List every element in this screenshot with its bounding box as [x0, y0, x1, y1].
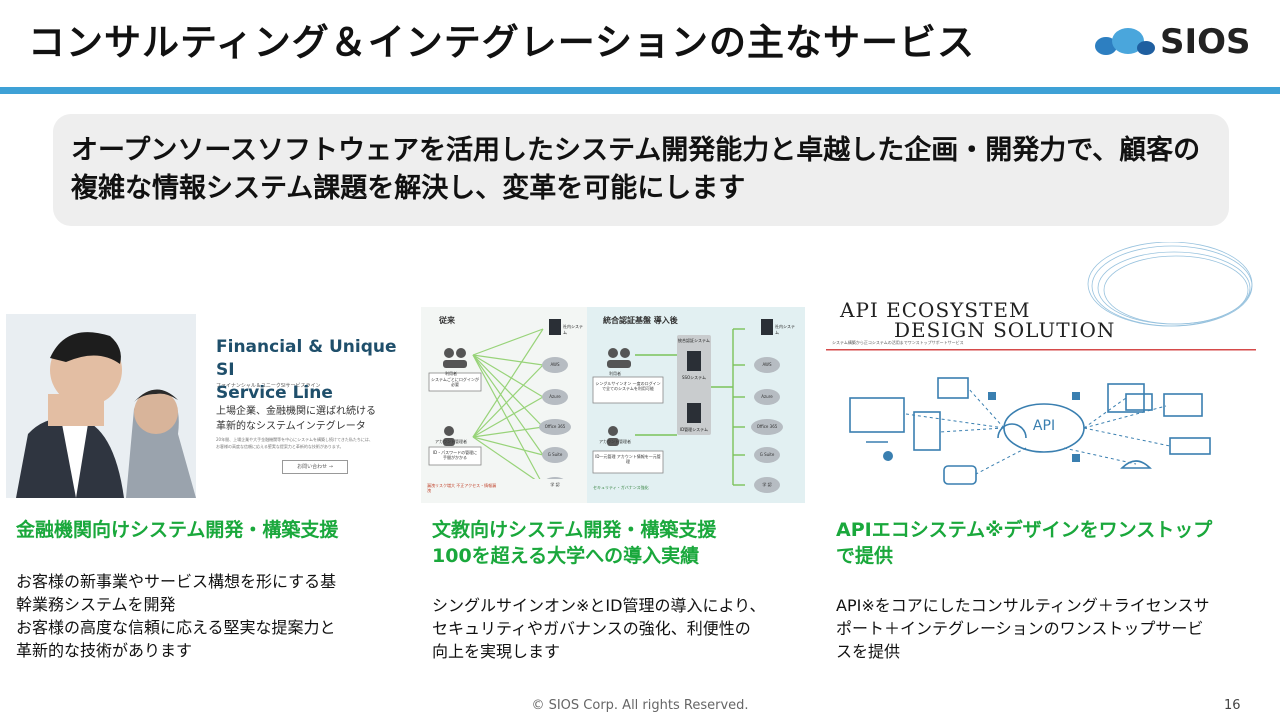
card3-heading: APIエコシステム※デザインをワンストップ で提供	[836, 517, 1266, 569]
card3-body-line: API※をコアにしたコンサルティング＋ライセンスサ	[836, 596, 1210, 615]
sso-user-label-after: 利用者	[609, 371, 621, 376]
card2-body-line: 向上を実現します	[432, 642, 561, 661]
lead-box: オープンソースソフトウェアを活用したシステム開発能力と卓越した企画・開発力で、顧…	[53, 114, 1229, 226]
sso-note-idm: ID一元管理 アカウント情報を一元管理	[595, 454, 661, 464]
api-image-title2: DESIGN SOLUTION	[894, 318, 1116, 342]
api-image-subtitle: システム構築から正コシステムの活用までワンストップサポートサービス	[832, 340, 964, 345]
sso-note-login: システムごとにログインが必要	[431, 377, 479, 387]
sso-service-after-0: AWS	[762, 362, 772, 367]
copyright-footer: © SIOS Corp. All rights Reserved.	[531, 698, 749, 713]
api-hub-label: API	[1032, 418, 1056, 434]
fin-image-small2: お客様の高度な信頼に応える堅実な提案力と革新的な技術があります。	[216, 444, 344, 449]
sios-logo: SIOS	[1088, 20, 1258, 64]
fin-image-contact-button: お問い合わせ →	[282, 460, 348, 474]
header-rule	[0, 87, 1280, 94]
businessmen-illustration	[6, 314, 404, 498]
sso-service-after-3: G Suite	[759, 452, 775, 457]
sso-user-label-before: 利用者	[445, 371, 457, 376]
lead-text: オープンソースソフトウェアを活用したシステム開発能力と卓越した企画・開発力で、顧…	[71, 135, 1201, 204]
card2-body-line: シングルサインオン※とID管理の導入により、	[432, 596, 766, 615]
sso-flow-lines	[421, 319, 783, 503]
sso-system-label: SSOシステム	[681, 375, 707, 380]
financial-si-image: Financial & Unique SI Service Line ファイナン…	[6, 314, 404, 498]
sso-security-label: セキュリティ・ガバナンス強化	[593, 485, 649, 490]
card1-body-line: お客様の新事業やサービス構想を形にする基	[16, 572, 337, 591]
sso-service-before-4: 学 認	[550, 482, 560, 487]
sso-service-before-0: AWS	[550, 362, 560, 367]
card2-body-line: セキュリティやガバナンスの強化、利便性の	[432, 619, 751, 638]
card3-body: API※をコアにしたコンサルティング＋ライセンスサ ポート＋インテグレーションの…	[836, 594, 1266, 663]
sso-service-before-2: Office 365	[544, 424, 566, 429]
sso-in-house-label-after: 社内システム	[775, 324, 795, 335]
api-ecosystem-illustration	[826, 242, 1256, 485]
fin-image-subtitle: ファイナンシャル＆ユニークSIサービスライン	[216, 383, 321, 389]
fin-image-title2: Service Line	[216, 383, 333, 403]
sso-service-before-3: G Suite	[547, 452, 563, 457]
card2-heading-line: 文教向けシステム開発・構築支援	[432, 519, 717, 541]
page-number: 16	[1224, 698, 1241, 713]
card1-body-line: 幹業務システムを開発	[16, 595, 176, 614]
page-title: コンサルティング＆インテグレーションの主なサービス	[28, 21, 976, 64]
sso-auth-system-label: 統合認証システム	[678, 338, 710, 343]
card1-heading: 金融機関向けシステム開発・構築支援	[16, 519, 339, 541]
card3-heading-line: APIエコシステム※デザインをワンストップ	[836, 519, 1213, 541]
sios-logo-mark-icon	[1095, 28, 1155, 55]
card3-body-line: スを提供	[836, 642, 901, 661]
sso-note-id: ID・パスワードの管理に手間がかかる	[432, 450, 478, 460]
sso-service-after-4: 学 認	[762, 482, 772, 487]
fin-image-small1: 20年間、上場企業や大手金融機関等を中心にシステムを構築し続けてきた私たちには、	[216, 437, 373, 442]
sso-before-label: 従来	[439, 316, 455, 325]
card2-body: シングルサインオン※とID管理の導入により、 セキュリティやガバナンスの強化、利…	[432, 594, 812, 663]
sso-note-sso: シングルサインオン 一度のログインで全てのシステムを利用可能	[595, 381, 661, 391]
fin-image-tag1: 上場企業、金融機関に選ばれ続ける	[216, 406, 376, 417]
logo-text: SIOS	[1160, 22, 1251, 62]
fin-image-title1: Financial & Unique SI	[216, 337, 397, 380]
sso-admin-label-after: アカウント管理者	[599, 439, 631, 444]
card1-body-line: お客様の高度な信頼に応える堅実な提案力と	[16, 618, 336, 637]
sso-admin-label-before: アカウント管理者	[435, 439, 467, 444]
sso-idm-system-label: ID管理システム	[679, 427, 709, 432]
sso-service-before-1: Azure	[549, 394, 561, 399]
sso-diagram-image: 従来 統合認証基盤 導入後 利用者 利用者 システムごとにログインが必要 アカウ…	[421, 307, 805, 503]
card1-body-line: 革新的な技術があります	[16, 641, 193, 660]
api-image-title1: API ECOSYSTEM	[840, 298, 1031, 322]
card3-heading-line: で提供	[836, 545, 894, 567]
card2-heading: 文教向けシステム開発・構築支援 100を超える大学への導入実績	[432, 517, 812, 569]
sso-after-label: 統合認証基盤 導入後	[603, 316, 678, 325]
sso-service-after-2: Office 365	[756, 424, 778, 429]
card2-heading-line: 100を超える大学への導入実績	[432, 545, 700, 567]
api-ecosystem-image: API ECOSYSTEM DESIGN SOLUTION システム構築から正コ…	[826, 242, 1256, 504]
fin-image-tag2: 革新的なシステムインテグレータ	[216, 421, 366, 432]
sso-service-after-1: Azure	[761, 394, 773, 399]
sso-note-risk: 漏洩リスク増大 不正アクセス・情報漏洩	[427, 483, 497, 493]
card3-body-line: ポート＋インテグレーションのワンストップサービ	[836, 619, 1204, 638]
card1-body: お客様の新事業やサービス構想を形にする基 幹業務システムを開発 お客様の高度な信…	[16, 570, 411, 662]
sso-in-house-label-before: 社内システム	[563, 324, 583, 335]
